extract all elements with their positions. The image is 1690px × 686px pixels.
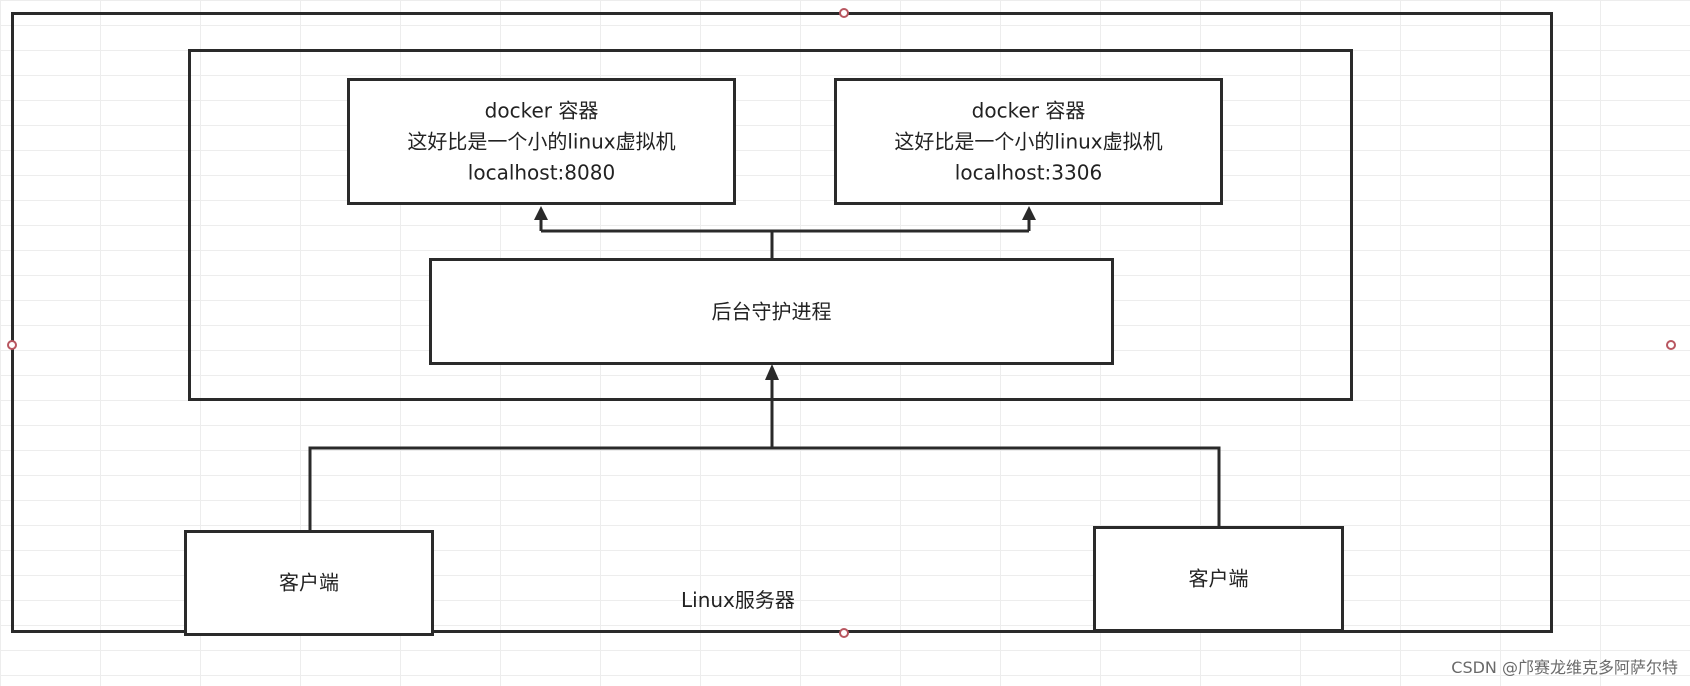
arrowhead-container-2	[1022, 206, 1036, 220]
daemon-label: 后台守护进程	[711, 299, 832, 323]
linux-server-frame	[11, 12, 1553, 633]
container-2-title: docker 容器	[971, 98, 1086, 122]
connector-client-1	[308, 446, 772, 530]
csdn-watermark: CSDN @邝赛龙维克多阿萨尔特	[1451, 658, 1678, 677]
selection-handle-bottom[interactable]	[839, 628, 849, 638]
client-box-1[interactable]: 客户端	[184, 530, 434, 636]
selection-handle-left[interactable]	[7, 340, 17, 350]
daemon-process-box[interactable]: 后台守护进程	[429, 258, 1114, 365]
connector-client-2	[772, 446, 1221, 526]
container-1-label: docker 容器 这好比是一个小的linux虚拟机 localhost:808…	[350, 95, 733, 188]
docker-container-box-1[interactable]: docker 容器 这好比是一个小的linux虚拟机 localhost:808…	[347, 78, 736, 205]
linux-server-label: Linux服务器	[681, 588, 795, 612]
arrowhead-container-1	[534, 206, 548, 220]
container-1-title: docker 容器	[484, 98, 599, 122]
docker-container-box-2[interactable]: docker 容器 这好比是一个小的linux虚拟机 localhost:330…	[834, 78, 1223, 205]
client-2-label: 客户端	[1188, 566, 1249, 591]
container-1-address: localhost:8080	[467, 160, 616, 184]
container-2-address: localhost:3306	[954, 160, 1103, 184]
selection-handle-right[interactable]	[1666, 340, 1676, 350]
container-2-label: docker 容器 这好比是一个小的linux虚拟机 localhost:330…	[837, 95, 1220, 188]
arrowhead-daemon	[765, 364, 779, 380]
container-1-description: 这好比是一个小的linux虚拟机	[407, 129, 676, 153]
client-1-label: 客户端	[279, 570, 339, 595]
client-box-2[interactable]: 客户端	[1093, 526, 1344, 632]
container-2-description: 这好比是一个小的linux虚拟机	[894, 129, 1163, 153]
selection-handle-top[interactable]	[839, 8, 849, 18]
